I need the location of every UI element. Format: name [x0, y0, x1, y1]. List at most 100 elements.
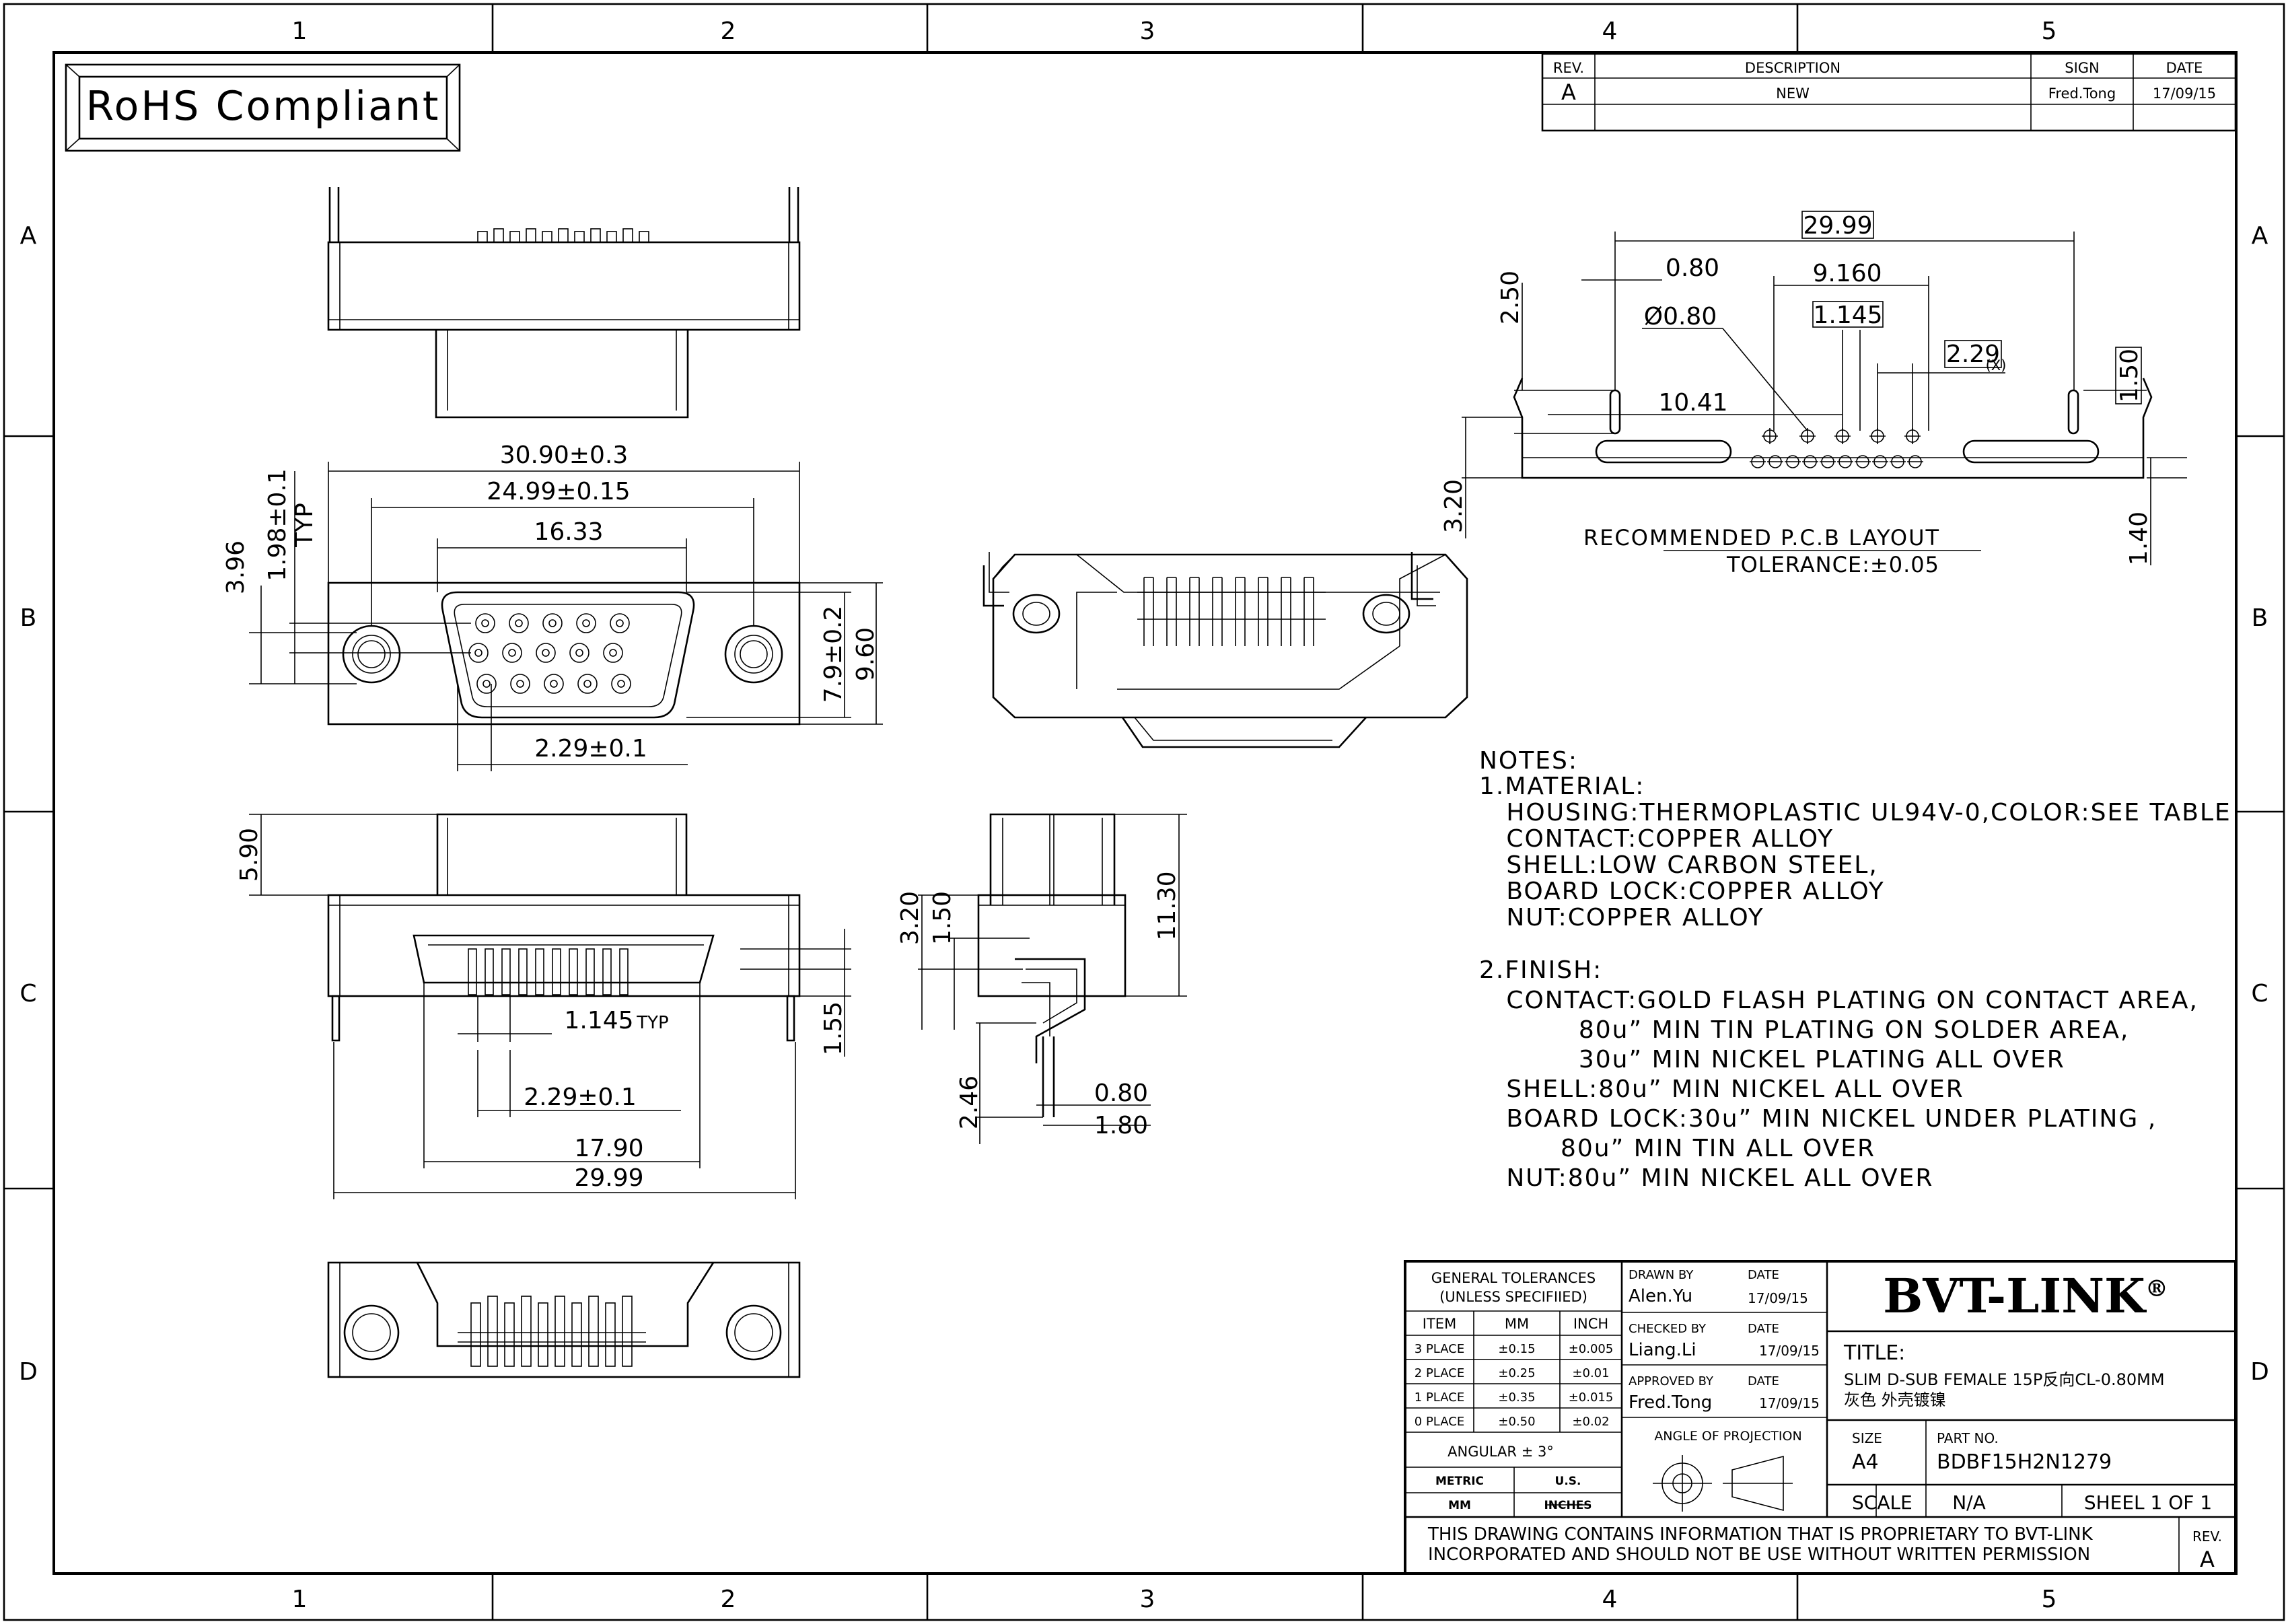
- dim-section-246: 2.46: [956, 1075, 983, 1129]
- dim-front-pin-pitch: 2.29±0.1: [534, 735, 647, 763]
- pcb-dim-hole-dia: Ø0.80: [1644, 303, 1717, 330]
- zone-col-3-bottom: 3: [1140, 1586, 1155, 1613]
- dim-section-080: 0.80: [1094, 1080, 1148, 1107]
- pcb-pads-row-bottom: [1750, 455, 1923, 468]
- checked-by-date: 17/09/15: [1759, 1343, 1820, 1359]
- pcb-dimensions: 29.99 0.80 9.160 Ø0.80 1.145 2.29 (X) 2.: [1440, 211, 2187, 565]
- tol-0place-inch: ±0.02: [1572, 1415, 1609, 1429]
- drawn-by-label: DRAWN BY: [1629, 1268, 1694, 1282]
- top-view-pin-tips: [477, 228, 649, 243]
- zone-col-2-top: 2: [721, 17, 736, 45]
- front-view-dimensions: 30.90±0.3 24.99±0.15 16.33 3.96 1.98±0.1…: [222, 442, 883, 771]
- side-view: 5.90 1.145 TYP 2.29±0.1 17.90 29.99 1.55: [236, 813, 851, 1199]
- pcb-dim-edge-140: 1.40: [2125, 511, 2153, 565]
- drawn-by-date: 17/09/15: [1748, 1290, 1808, 1306]
- rev-header-date: DATE: [2166, 60, 2203, 76]
- title-label: TITLE:: [1843, 1341, 1905, 1365]
- dim-shell-height: 7.9±0.2: [820, 606, 847, 703]
- note-line-14: 80u” MIN TIN ALL OVER: [1479, 1135, 1875, 1162]
- unit-inches: INCHES: [1544, 1499, 1592, 1512]
- approved-by-date-label: DATE: [1748, 1374, 1779, 1388]
- rev-header-description: DESCRIPTION: [1745, 60, 1840, 76]
- note-line-9: CONTACT:GOLD FLASH PLATING ON CONTACT AR…: [1479, 987, 2198, 1014]
- notes-heading: NOTES:: [1479, 747, 1578, 775]
- drawn-by-date-label: DATE: [1748, 1268, 1779, 1282]
- iso-hole-right: [1362, 594, 1410, 634]
- checked-by-date-label: DATE: [1748, 1322, 1779, 1336]
- dim-section-1130: 11.30: [1153, 871, 1181, 940]
- pcb-dim-center-dist: 10.41: [1658, 389, 1727, 417]
- iso-hole-left: [1012, 594, 1061, 634]
- pcb-dim-edge-320: 3.20: [1440, 479, 1468, 533]
- part-no-label: PART NO.: [1937, 1430, 1999, 1446]
- sheet-value: SHEEL 1 OF 1: [2084, 1491, 2212, 1514]
- dim-flange-height: 9.60: [852, 627, 880, 681]
- part-title-line-2: 灰色 外壳镀镍: [1844, 1390, 1946, 1409]
- dim-front-width: 30.90±0.3: [500, 442, 628, 469]
- brand-name: BVT-LINK: [1883, 1268, 2147, 1324]
- pcb-slot-right: [1962, 439, 2100, 464]
- tol-header-inch: INCH: [1573, 1316, 1608, 1332]
- zone-row-a-right: A: [2252, 222, 2268, 250]
- pcb-dim-slot-width: 0.80: [1666, 254, 1719, 282]
- rev-cell-description: NEW: [1776, 85, 1810, 102]
- zone-col-3-top: 3: [1140, 17, 1155, 45]
- approved-by-name: Fred.Tong: [1629, 1392, 1712, 1413]
- dim-bottom-pin-pitch: 2.29±0.1: [524, 1084, 637, 1111]
- tol-header-item: ITEM: [1423, 1316, 1456, 1332]
- unit-mm: MM: [1448, 1499, 1471, 1512]
- dim-396: 3.96: [222, 540, 250, 594]
- tol-1place-inch: ±0.015: [1569, 1390, 1614, 1405]
- note-line-3: CONTACT:COPPER ALLOY: [1479, 825, 1834, 853]
- zone-row-d-left: D: [19, 1358, 38, 1386]
- checked-by-name: Liang.Li: [1629, 1340, 1696, 1360]
- note-line-15: NUT:80u” MIN NICKEL ALL OVER: [1479, 1164, 1933, 1192]
- tol-3place-item: 3 PLACE: [1415, 1342, 1464, 1356]
- iso-board-lock-right: [1410, 552, 1436, 606]
- pcb-dim-pad-pitch: 1.145: [1813, 302, 1882, 329]
- pcb-dim-row-pitch-suffix: (X): [1986, 357, 2007, 374]
- size-value: A4: [1852, 1450, 1879, 1474]
- tol-2place-inch: ±0.01: [1572, 1366, 1609, 1380]
- title-block: GENERAL TOLERANCES (UNLESS SPECIFIIED) I…: [1404, 1260, 2237, 1575]
- side-view-contacts: [468, 948, 629, 995]
- dim-tail-span: 17.90: [574, 1135, 643, 1162]
- dim-overall-width: 29.99: [574, 1164, 643, 1192]
- pcb-layout-title: RECOMMENDED P.C.B LAYOUT: [1583, 525, 1940, 551]
- note-line-12: SHELL:80u” MIN NICKEL ALL OVER: [1479, 1075, 1964, 1103]
- brand-registered-mark: ®: [2145, 1275, 2168, 1302]
- rev-cell-sign: Fred.Tong: [2048, 85, 2116, 102]
- projection-label: ANGLE OF PROJECTION: [1654, 1429, 1801, 1444]
- zone-row-b-right: B: [2252, 604, 2268, 632]
- zone-labels: 1 2 3 4 5 1 2 3 4 5 A B C D A B C D: [19, 17, 2269, 1613]
- tol-0place-mm: ±0.50: [1498, 1415, 1535, 1429]
- brand-logo: BVT-LINK®: [1883, 1268, 2168, 1324]
- pcb-dim-pad-span: 9.160: [1812, 260, 1882, 287]
- general-tolerances-subtitle: (UNLESS SPECIFIIED): [1439, 1289, 1587, 1305]
- zone-col-1-bottom: 1: [292, 1586, 308, 1613]
- size-label: SIZE: [1852, 1430, 1882, 1446]
- zone-row-d-right: D: [2250, 1358, 2269, 1386]
- part-no-value: BDBF15H2N1279: [1937, 1450, 2112, 1474]
- note-line-5: BOARD LOCK:COPPER ALLOY: [1479, 878, 1885, 905]
- dim-row-offset: 1.98±0.1: [264, 468, 291, 581]
- pcb-dim-row-pitch: 2.29: [1946, 341, 2000, 368]
- revision-table: REV. DESCRIPTION SIGN DATE A NEW Fred.To…: [1541, 52, 2237, 132]
- dim-section-150: 1.50: [929, 891, 956, 945]
- zone-col-5-top: 5: [2042, 17, 2057, 45]
- tol-0place-item: 0 PLACE: [1415, 1415, 1464, 1429]
- side-view-dimensions: 5.90 1.145 TYP 2.29±0.1 17.90 29.99 1.55: [236, 814, 851, 1199]
- third-angle-projection-icon: [1653, 1455, 1793, 1512]
- tol-2place-mm: ±0.25: [1498, 1366, 1535, 1380]
- note-line-4: SHELL:LOW CARBON STEEL,: [1479, 851, 1878, 879]
- dim-pitch-typ-suffix: TYP: [636, 1013, 668, 1033]
- pcb-pads-row-top: [1762, 428, 1921, 444]
- pcb-slot-left: [1595, 439, 1732, 464]
- zone-row-b-left: B: [20, 604, 37, 632]
- footer-rev-label: REV.: [2192, 1528, 2222, 1545]
- front-view: 30.90±0.3 24.99±0.15 16.33 3.96 1.98±0.1…: [222, 442, 883, 771]
- dim-hole-pitch: 24.99±0.15: [487, 478, 630, 505]
- checked-by-label: CHECKED BY: [1629, 1322, 1707, 1336]
- pcb-dim-slot-height: 2.50: [1497, 271, 1524, 324]
